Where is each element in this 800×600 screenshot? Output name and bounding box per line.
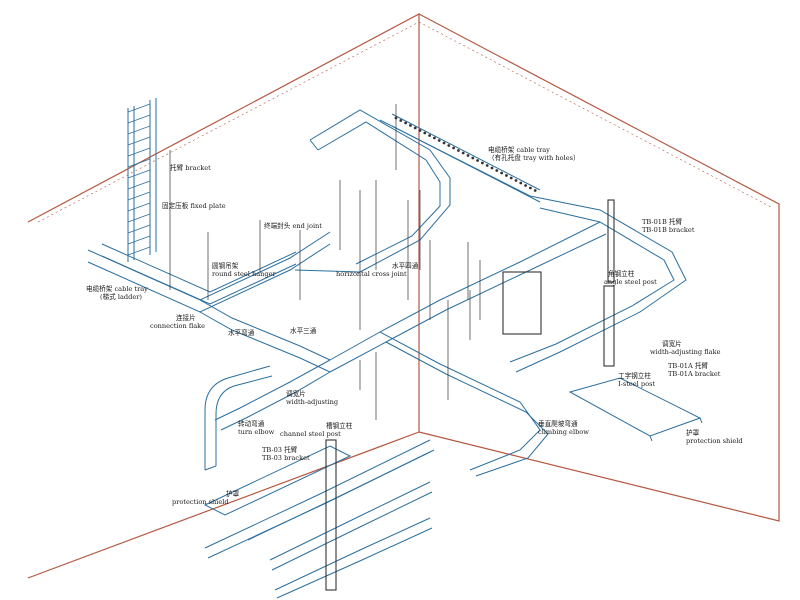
label-turn-elbow: 转动弯通 turn elbow xyxy=(238,420,275,436)
detail-line xyxy=(127,103,151,113)
label-width-adjusting-flake: 调宽片 width-adjusting flake xyxy=(650,340,721,356)
vertical-ladder xyxy=(127,98,157,262)
tray-hole xyxy=(404,121,408,125)
label-tb01b-bracket: TB-01B 托臂 TB-01B bracket xyxy=(642,218,695,234)
tray-hole xyxy=(505,174,508,177)
label-connection-flake: 连接片 connection flake xyxy=(150,314,206,330)
posts xyxy=(325,199,615,591)
angle-steel-post xyxy=(607,199,615,283)
detail-line xyxy=(127,202,151,212)
channel-steel-post xyxy=(325,439,337,591)
label-channel-steel-post: 槽钢立柱 channel steel post xyxy=(280,422,353,438)
detail-line xyxy=(127,125,151,135)
detail-line xyxy=(127,147,151,157)
tray-hole xyxy=(418,129,422,132)
tray-hole xyxy=(524,184,527,187)
detail-line xyxy=(127,136,151,146)
tray-hole xyxy=(529,186,532,190)
left-wall xyxy=(27,13,420,579)
left-wall-inner xyxy=(37,21,420,223)
label-horizontal-elbow: 水平弯通 xyxy=(228,329,255,337)
detail-line xyxy=(127,224,151,234)
ladder-tray-top xyxy=(294,109,451,273)
label-end-joint: 终端封头 end joint xyxy=(264,222,322,230)
tray-hole xyxy=(461,151,465,155)
tray-hole xyxy=(514,179,518,182)
i-steel-post xyxy=(603,285,615,367)
room-walls xyxy=(27,13,780,579)
tray-hole xyxy=(533,189,537,192)
detail-line xyxy=(127,246,151,256)
label-width-adjusting: 调宽片 width-adjusting xyxy=(286,390,339,406)
label-horizontal-cross: 水平四通 horizontal cross joint xyxy=(336,262,419,278)
detail-line xyxy=(127,191,151,201)
tray-hole xyxy=(509,176,513,180)
lower-stacked-trays xyxy=(204,439,435,599)
ladder-tray-left xyxy=(87,231,331,373)
right-wall xyxy=(418,13,780,522)
tray-hole xyxy=(423,131,427,135)
label-i-steel-post: 工字钢立柱 I-steel post xyxy=(618,372,656,388)
hanger-rods xyxy=(169,104,481,420)
tray-hole xyxy=(409,124,412,127)
protection-shield-right-shape xyxy=(568,377,703,442)
tray-hole xyxy=(433,136,436,140)
label-cable-tray-holes: 电缆桥架 cable tray （有孔托盘 tray with holes） xyxy=(488,146,580,162)
label-round-steel-hanger: 圆钢吊架 round steel hanger xyxy=(212,262,276,278)
label-climbing-elbow: 垂直爬坡弯通 climbing elbow xyxy=(538,420,589,436)
tray-hole xyxy=(457,149,460,152)
ladder-tray-center xyxy=(214,221,607,477)
tray-hole xyxy=(413,126,417,130)
right-wall-inner xyxy=(418,21,772,208)
detail-line xyxy=(127,158,151,168)
tray-hole xyxy=(428,134,432,137)
detail-line xyxy=(127,114,151,124)
detail-line xyxy=(127,169,151,179)
cabinet xyxy=(502,271,542,335)
perforated-tray xyxy=(379,113,687,373)
tray-hole xyxy=(437,139,441,142)
tray-hole xyxy=(495,169,499,172)
tray-hole xyxy=(447,144,451,147)
detail-line xyxy=(127,213,151,223)
label-tb03-bracket: TB-03 托臂 TB-03 bracket xyxy=(262,446,310,462)
tray-hole xyxy=(471,156,475,160)
turn-elbow xyxy=(204,365,273,471)
tray-hole xyxy=(466,154,470,157)
detail-line xyxy=(127,235,151,245)
label-bracket: 托臂 bracket xyxy=(170,164,211,172)
tray-hole xyxy=(490,166,494,170)
label-tb01a-bracket: TB-01A 托臂 TB-01A bracket xyxy=(668,362,721,378)
tray-hole xyxy=(476,159,480,162)
tray-hole xyxy=(452,146,456,150)
tray-hole xyxy=(519,181,523,185)
label-cable-tray-ladder: 电缆桥架 cable tray (梯式 ladder) xyxy=(86,285,148,301)
tray-hole xyxy=(485,164,489,167)
tray-hole xyxy=(442,141,446,145)
protection-shield-left-shape xyxy=(203,445,352,516)
label-angle-steel-post: 角钢立柱 angle steel post xyxy=(604,270,657,286)
label-protection-shield-left: 护罩 protection shield xyxy=(172,490,240,506)
label-protection-shield-right: 护罩 protection shield xyxy=(686,429,743,445)
tray-hole xyxy=(399,119,403,122)
detail-line xyxy=(127,180,151,190)
tray-hole xyxy=(500,171,504,175)
label-fixed-plate: 固定压板 fixed plate xyxy=(162,202,226,210)
tray-hole xyxy=(481,161,484,165)
label-horizontal-tee: 水平三通 xyxy=(290,327,317,335)
